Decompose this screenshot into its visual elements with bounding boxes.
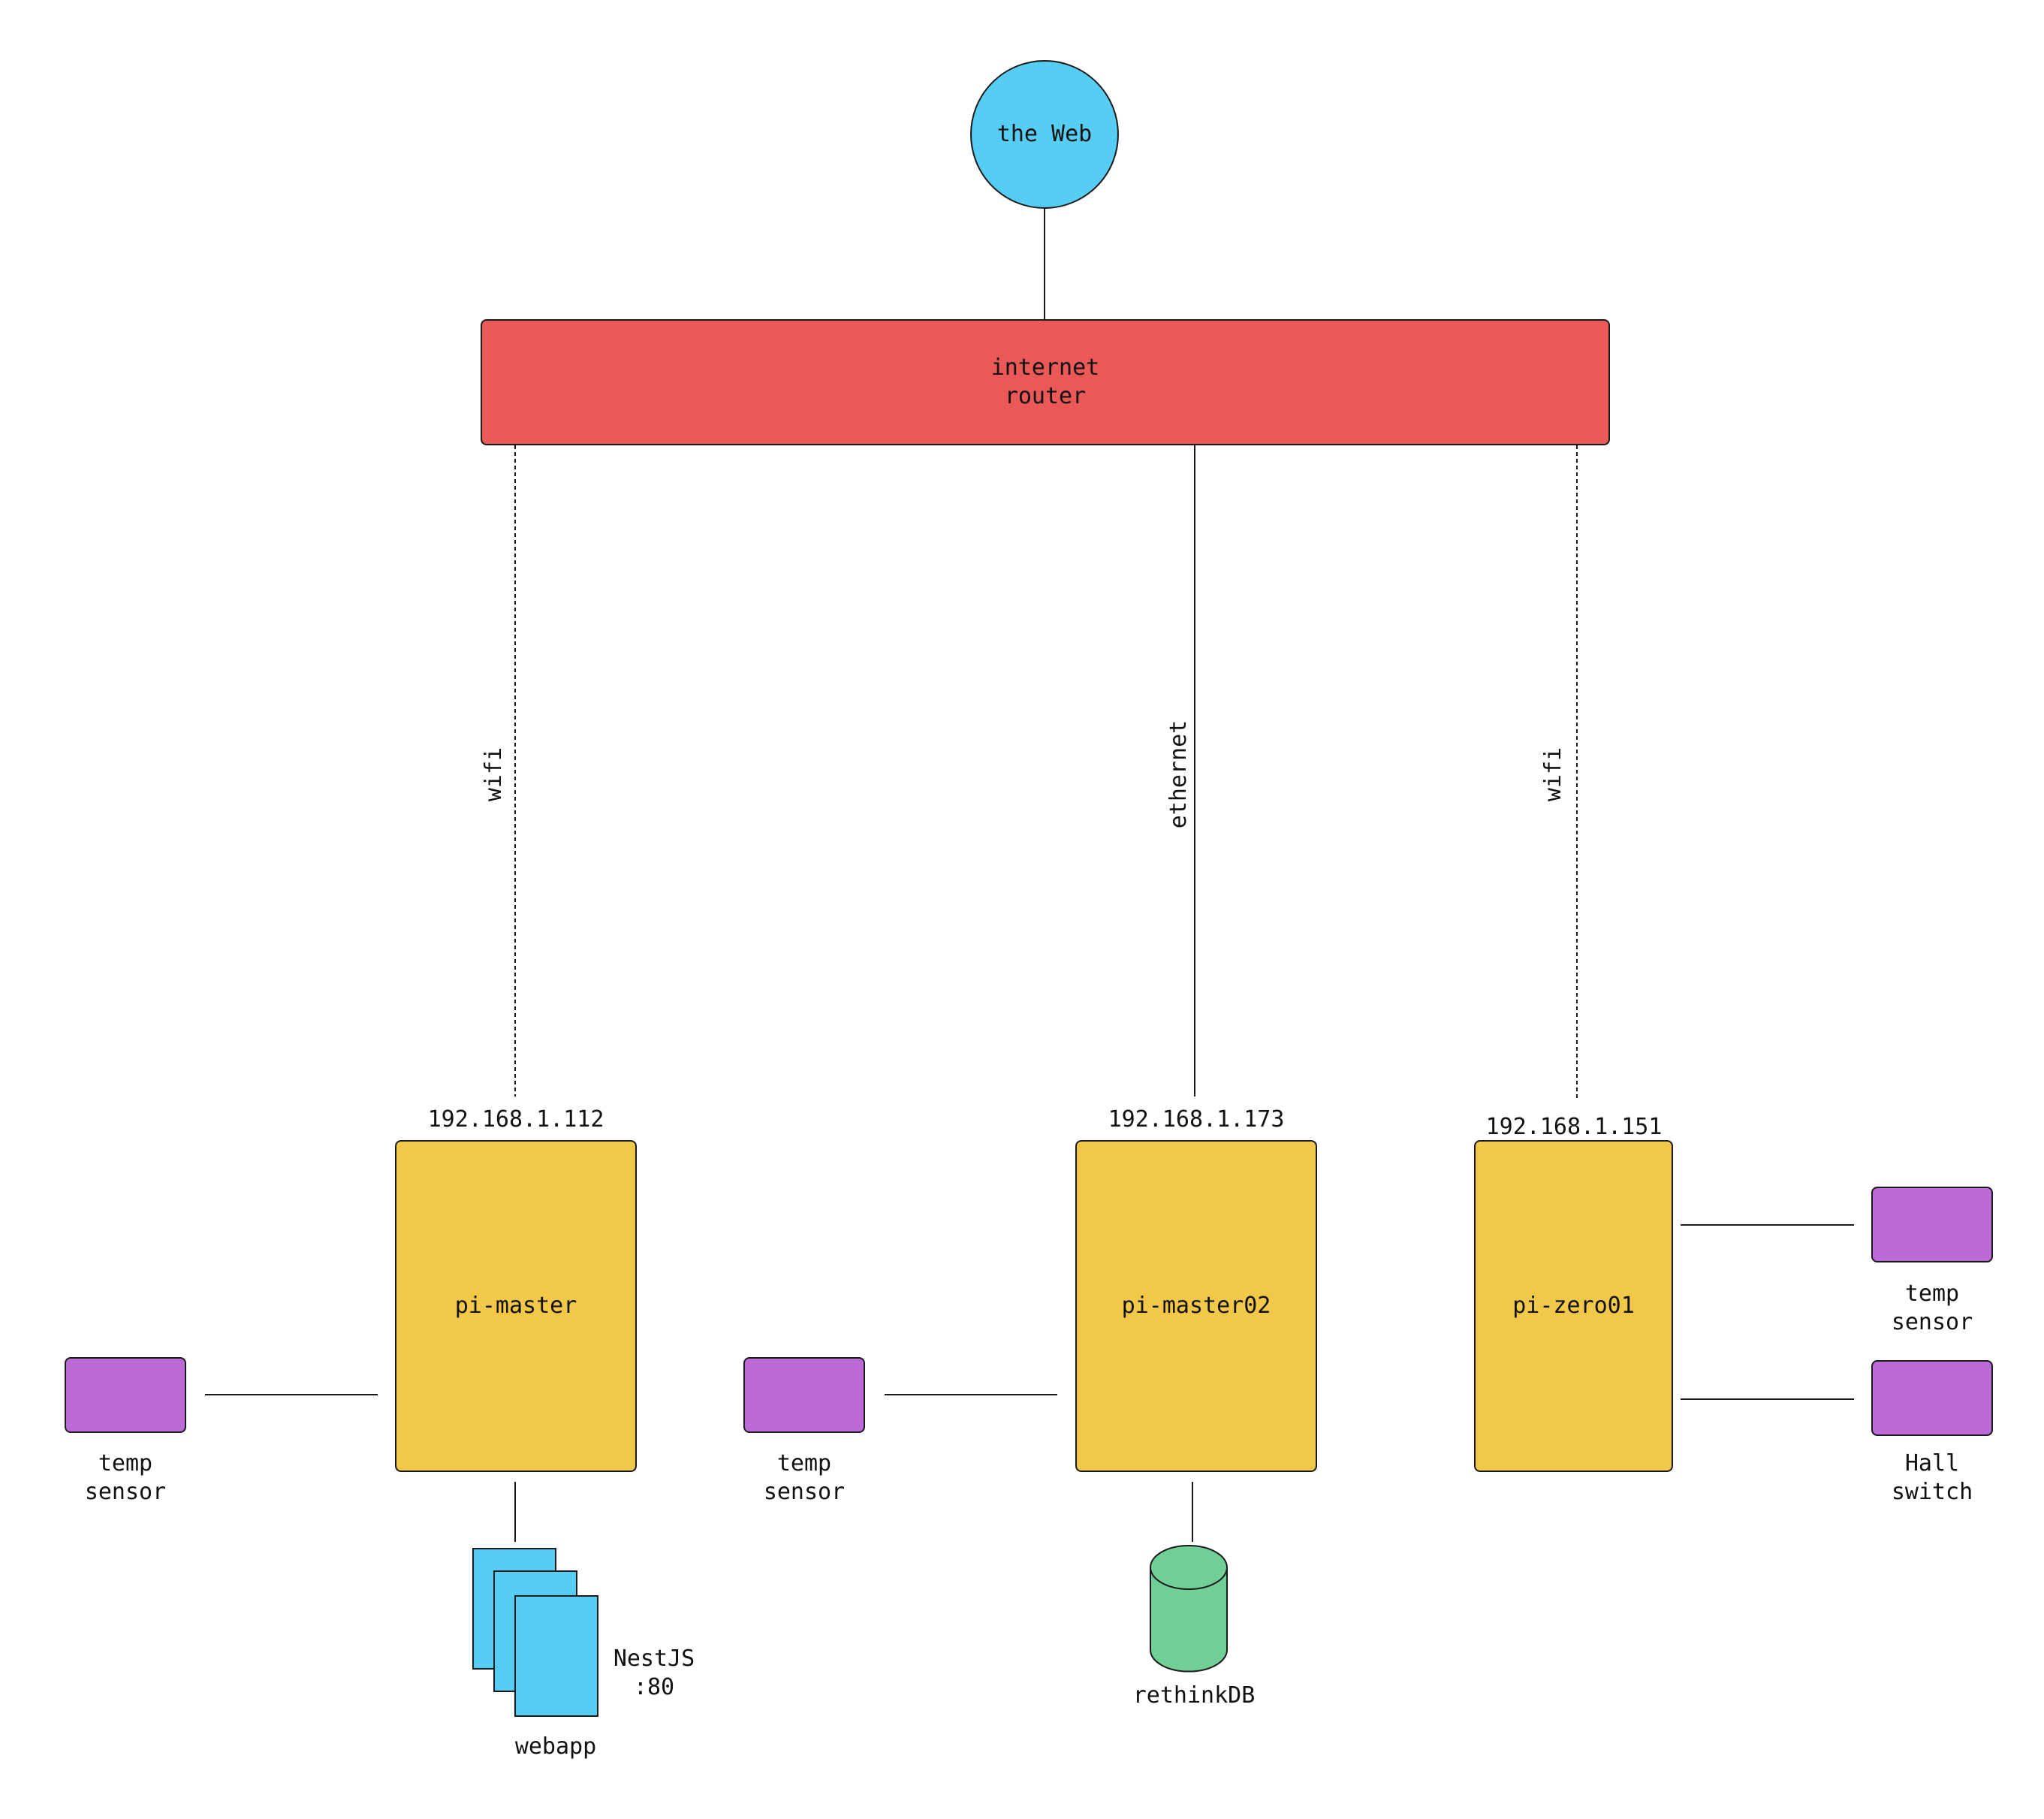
pi-zero01-node [1474, 1140, 1673, 1472]
link-label-pi-master: wifi [481, 747, 507, 802]
pi-master-node [395, 1140, 637, 1472]
web-label: the Web [996, 121, 1093, 147]
webapp-port-label: NestJS :80 [613, 1646, 695, 1700]
pi-master02-temp-sensor-label: temp sensor [763, 1450, 846, 1505]
pi-zero01-temp-sensor [1871, 1187, 1993, 1262]
web-node [970, 60, 1119, 209]
pi-master-temp-sensor-label: temp sensor [84, 1450, 167, 1505]
pi-master02-temp-sensor [743, 1357, 865, 1433]
pi-master02-node [1075, 1140, 1317, 1472]
router-label: internet router [990, 354, 1100, 409]
pi-zero01-label: pi-zero01 [1512, 1293, 1635, 1319]
pi-master-label: pi-master [454, 1293, 577, 1319]
database-icon [1150, 1545, 1228, 1673]
webapp-label: webapp [514, 1733, 597, 1760]
pi-master02-label: pi-master02 [1121, 1293, 1271, 1319]
ip-pi-master02: 192.168.1.173 [1108, 1106, 1285, 1133]
pi-zero01-hall-switch-label: Hall switch [1891, 1450, 1973, 1505]
webapp-document-icon [514, 1595, 598, 1717]
pi-master-temp-sensor [65, 1357, 186, 1433]
ip-pi-master: 192.168.1.112 [427, 1106, 604, 1133]
pi-zero01-hall-switch [1871, 1360, 1993, 1436]
ip-pi-zero01: 192.168.1.151 [1485, 1114, 1663, 1140]
pi-zero01-temp-sensor-label: temp sensor [1891, 1281, 1973, 1335]
link-label-pi-master02: ethernet [1165, 719, 1192, 829]
link-label-pi-zero01: wifi [1540, 747, 1566, 802]
database-label: rethinkDB [1132, 1682, 1256, 1709]
router-node [481, 319, 1610, 445]
